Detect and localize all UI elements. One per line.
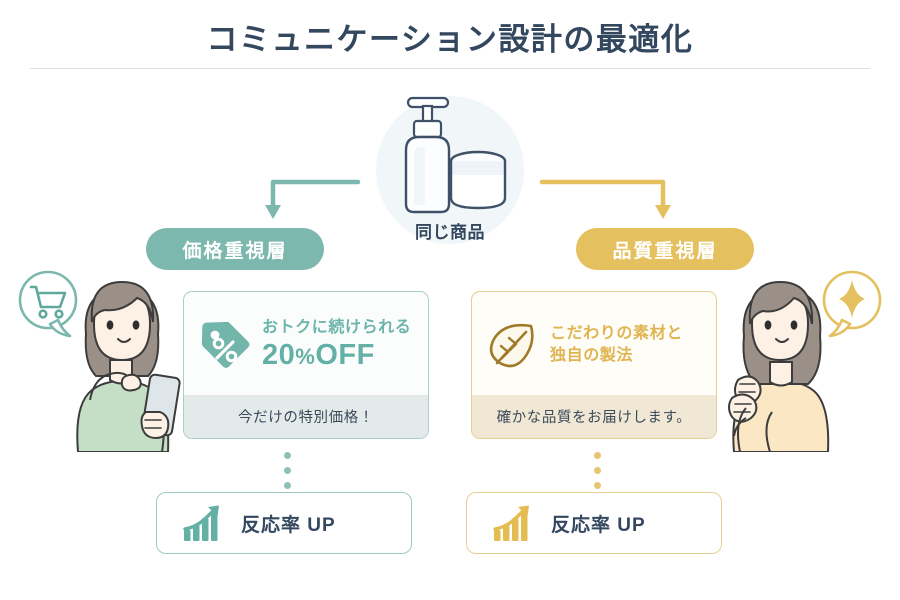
price-offer-suffix: OFF [315,339,375,372]
message-card-quality-text: こだわりの素材と 独自の製法 [550,323,683,366]
message-card-quality-body: こだわりの素材と 独自の製法 [472,292,716,397]
leaf-icon [489,323,534,367]
result-box-quality-label: 反応率 UP [551,514,646,536]
result-box-price-label: 反応率 UP [241,514,336,536]
arrow-right-quality [539,179,671,219]
shopping-cart-icon [29,285,67,319]
message-card-price-body: おトクに続けられる 20%OFF [184,292,428,397]
quality-headline-line1: こだわりの素材と [550,324,683,342]
chart-up-icon [493,505,529,541]
result-box-price[interactable]: 反応率 UP [156,492,412,554]
woman-touching-face-illustration [728,280,830,452]
message-card-quality-footer: 確かな品質をお届けします。 [472,395,716,438]
page-title: コミュニケーション設計の最適化 [206,22,694,57]
segment-pill-quality-label: 品質重視層 [612,240,718,262]
chart-up-icon [183,505,219,541]
quality-headline-line2: 独自の製法 [550,346,634,364]
speech-bubble-sparkle [822,270,882,338]
arrow-left-price [265,179,361,219]
price-offer-percent: % [295,344,316,370]
sparkle-icon [839,280,865,318]
price-headline: おトクに続けられる [262,318,412,336]
segment-pill-quality[interactable]: 品質重視層 [576,228,754,270]
pump-bottle-and-jar-icon [404,96,507,214]
woman-with-smartphone-illustration [76,280,181,452]
message-card-quality[interactable]: こだわりの素材と 独自の製法 確かな品質をお届けします。 [471,291,717,439]
message-card-price[interactable]: おトクに続けられる 20%OFF 今だけの特別価格！ [183,291,429,439]
speech-bubble-shopping-cart [18,270,78,338]
segment-pill-price[interactable]: 価格重視層 [146,228,324,270]
header-divider [30,68,870,69]
message-card-price-text: おトクに続けられる 20%OFF [262,317,411,373]
segment-pill-price-label: 価格重視層 [182,240,288,262]
discount-tag-icon [201,321,250,368]
product-label: 同じ商品 [415,223,485,242]
result-box-quality[interactable]: 反応率 UP [466,492,722,554]
price-offer-number: 20 [262,339,296,372]
price-offer: 20%OFF [262,339,411,372]
message-card-price-footer: 今だけの特別価格！ [184,395,428,438]
